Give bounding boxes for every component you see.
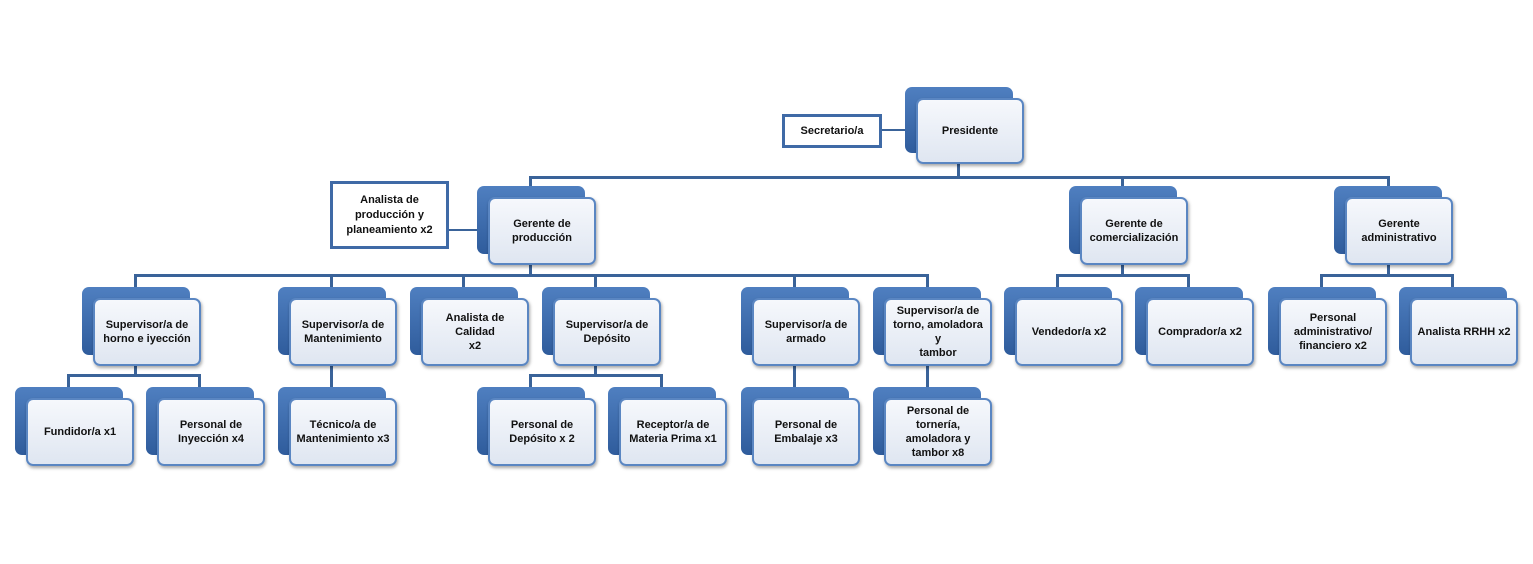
secretary-label: Secretario/a [800,124,864,137]
commercial-manager-node: Gerente de comercialización [1069,186,1188,265]
administrative-manager-node: Gerente administrativo [1334,186,1453,265]
connector-warehouse-down [594,364,597,376]
packaging-staff-node: Personal de Embalaje x3 [741,387,860,466]
lathe-supervisor-node: Supervisor/a de torno, amoladora y tambo… [873,287,992,366]
connector-president-down [957,160,960,178]
connector-to-packaging [793,364,796,388]
connector-commercial-bar [1056,274,1190,277]
connector-furnace-down [134,364,137,376]
connector-to-hr [1451,274,1454,288]
receiver-label: Receptor/a de Materia Prima x1 [629,419,717,445]
connector-to-technician [330,364,333,388]
president-label: Presidente [941,125,999,137]
hr-analyst-label: Analista RRHH x2 [1417,326,1511,338]
administrative-manager-label: Gerente administrativo [1361,218,1437,244]
admin-staff-node: Personal administrativo/ financiero x2 [1268,287,1387,366]
warehouse-supervisor-node: Supervisor/a de Depósito [542,287,661,366]
president-node: Presidente [905,87,1024,164]
warehouse-staff-node: Personal de Depósito x 2 [477,387,596,466]
connector-to-maintenance [330,274,333,288]
connector-to-founder [67,374,70,388]
founder-node: Fundidor/a x1 [15,387,134,466]
connector-to-warehouse-staff [529,374,532,388]
buyer-label: Comprador/a x2 [1158,326,1242,338]
assembly-supervisor-label: Supervisor/a de armado [764,319,848,345]
production-analyst-box: Analista de producción y planeamiento x2 [330,181,449,249]
furnace-supervisor-label: Supervisor/a de horno e iyección [103,319,191,345]
receiver-node: Receptor/a de Materia Prima x1 [608,387,727,466]
lathe-staff-node: Personal de tornería, amoladora y tambor… [873,387,992,466]
warehouse-staff-label: Personal de Depósito x 2 [509,419,575,445]
commercial-manager-label: Gerente de comercialización [1089,218,1179,244]
connector-administrative-down [1387,264,1390,276]
production-manager-node: Gerente de producción [477,186,596,265]
connector-to-lathe [926,274,929,288]
buyer-node: Comprador/a x2 [1135,287,1254,366]
connector-administrative-bar [1320,274,1454,277]
admin-staff-label: Personal administrativo/ financiero x2 [1293,312,1373,352]
connector-to-furnace [134,274,137,288]
connector-commercial-down [1121,264,1124,276]
technician-node: Técnico/a de Mantenimiento x3 [278,387,397,466]
connector-to-lathe-staff [926,364,929,388]
connector-production-bar [134,274,929,277]
connector-analyst [449,229,489,231]
injection-staff-label: Personal de Inyección x4 [177,419,245,445]
founder-label: Fundidor/a x1 [43,426,117,438]
production-analyst-label: Analista de producción y planeamiento x2 [346,193,433,236]
lathe-supervisor-label: Supervisor/a de torno, amoladora y tambo… [893,305,983,359]
lathe-staff-label: Personal de tornería, amoladora y tambor… [905,405,971,459]
assembly-supervisor-node: Supervisor/a de armado [741,287,860,366]
connector-to-warehouse [594,274,597,288]
connector-warehouse-bar [529,374,663,377]
technician-label: Técnico/a de Mantenimiento x3 [296,419,390,445]
connector-to-admin-staff [1320,274,1323,288]
warehouse-supervisor-label: Supervisor/a de Depósito [565,319,649,345]
connector-to-seller [1056,274,1059,288]
maintenance-supervisor-label: Supervisor/a de Mantenimiento [301,319,385,345]
connector-to-receiver [660,374,663,388]
connector-to-assembly [793,274,796,288]
connector-secretary [882,129,908,131]
furnace-supervisor-node: Supervisor/a de horno e iyección [82,287,201,366]
quality-analyst-node: Analista de Calidad x2 [410,287,529,366]
hr-analyst-node: Analista RRHH x2 [1399,287,1518,366]
secretary-box: Secretario/a [782,114,882,148]
quality-analyst-label: Analista de Calidad x2 [445,312,505,352]
maintenance-supervisor-node: Supervisor/a de Mantenimiento [278,287,397,366]
connector-managers-bar [529,176,1390,179]
packaging-staff-label: Personal de Embalaje x3 [774,419,838,445]
connector-production-down [529,264,532,276]
production-manager-label: Gerente de producción [512,218,572,244]
connector-furnace-bar [67,374,201,377]
connector-to-buyer [1187,274,1190,288]
connector-to-quality [462,274,465,288]
seller-label: Vendedor/a x2 [1031,326,1107,338]
injection-staff-node: Personal de Inyección x4 [146,387,265,466]
connector-to-injection [198,374,201,388]
seller-node: Vendedor/a x2 [1004,287,1123,366]
